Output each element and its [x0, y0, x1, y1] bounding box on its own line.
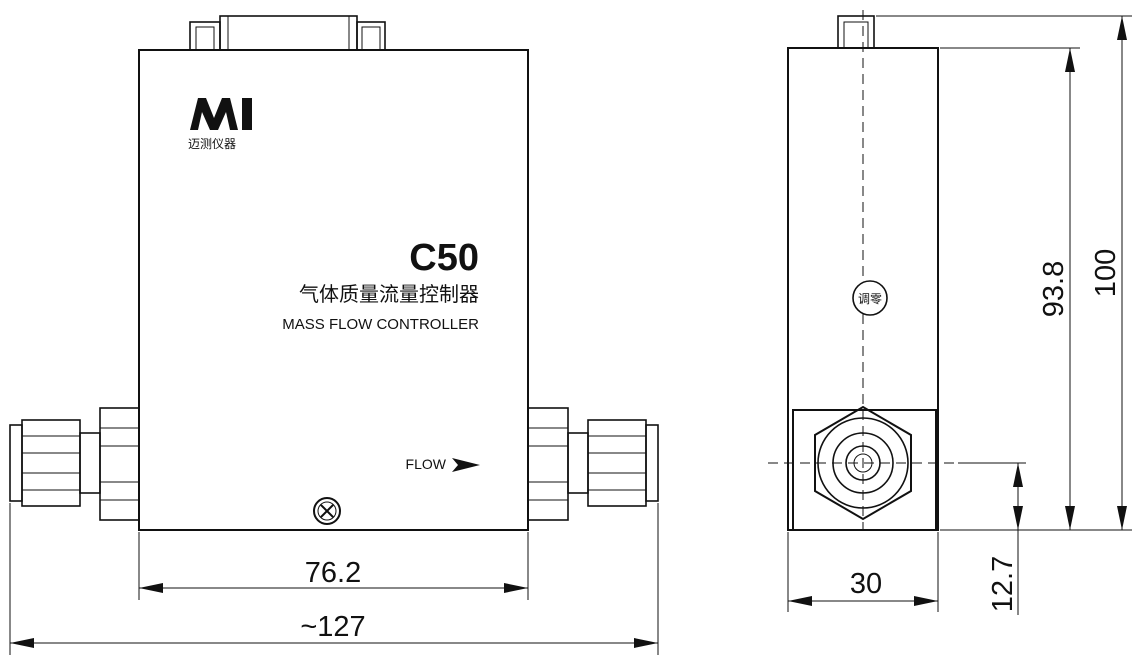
- front-view: 迈测仪器 C50 气体质量流量控制器 MASS FLOW CONTROLLER …: [9, 15, 659, 655]
- dimension-body-length: 76.2: [138, 532, 529, 600]
- product-name-cn: 气体质量流量控制器: [299, 282, 479, 306]
- flow-arrow-icon: [452, 458, 480, 472]
- right-fitting: [527, 407, 659, 521]
- dimension-total-height: 100: [1090, 16, 1127, 530]
- port-block: [768, 405, 958, 531]
- model-number: C50: [409, 237, 479, 279]
- company-logo: 迈测仪器: [188, 98, 252, 151]
- product-name-en: MASS FLOW CONTROLLER: [282, 316, 479, 333]
- top-connector: [189, 15, 386, 51]
- dimension-port-height: 12.7: [987, 463, 1023, 615]
- screw-icon: [313, 497, 341, 525]
- side-connector: [837, 15, 875, 49]
- flow-label: FLOW: [406, 456, 447, 472]
- dimension-label-total-height: 100: [1090, 249, 1122, 297]
- dimension-overall-length: ~127: [9, 503, 659, 655]
- left-fitting: [9, 407, 140, 521]
- dimension-label-overall-length: ~127: [300, 611, 365, 643]
- mfc-body: [138, 49, 529, 531]
- dimension-label-width: 30: [850, 568, 882, 600]
- side-view: 调零 30 93.: [768, 10, 1132, 615]
- company-name: 迈测仪器: [188, 137, 236, 151]
- logo-mark-i: [242, 98, 252, 130]
- dimension-label-body-length: 76.2: [305, 557, 361, 589]
- zero-adjust-label: 调零: [858, 292, 882, 306]
- dimension-width: 30: [787, 532, 939, 612]
- dimension-label-port-height: 12.7: [987, 556, 1019, 612]
- dimension-body-height: 93.8: [1038, 48, 1075, 530]
- zero-adjust-knob: 调零: [852, 280, 888, 316]
- dimension-label-body-height: 93.8: [1038, 261, 1070, 317]
- logo-mark-m: [190, 98, 238, 130]
